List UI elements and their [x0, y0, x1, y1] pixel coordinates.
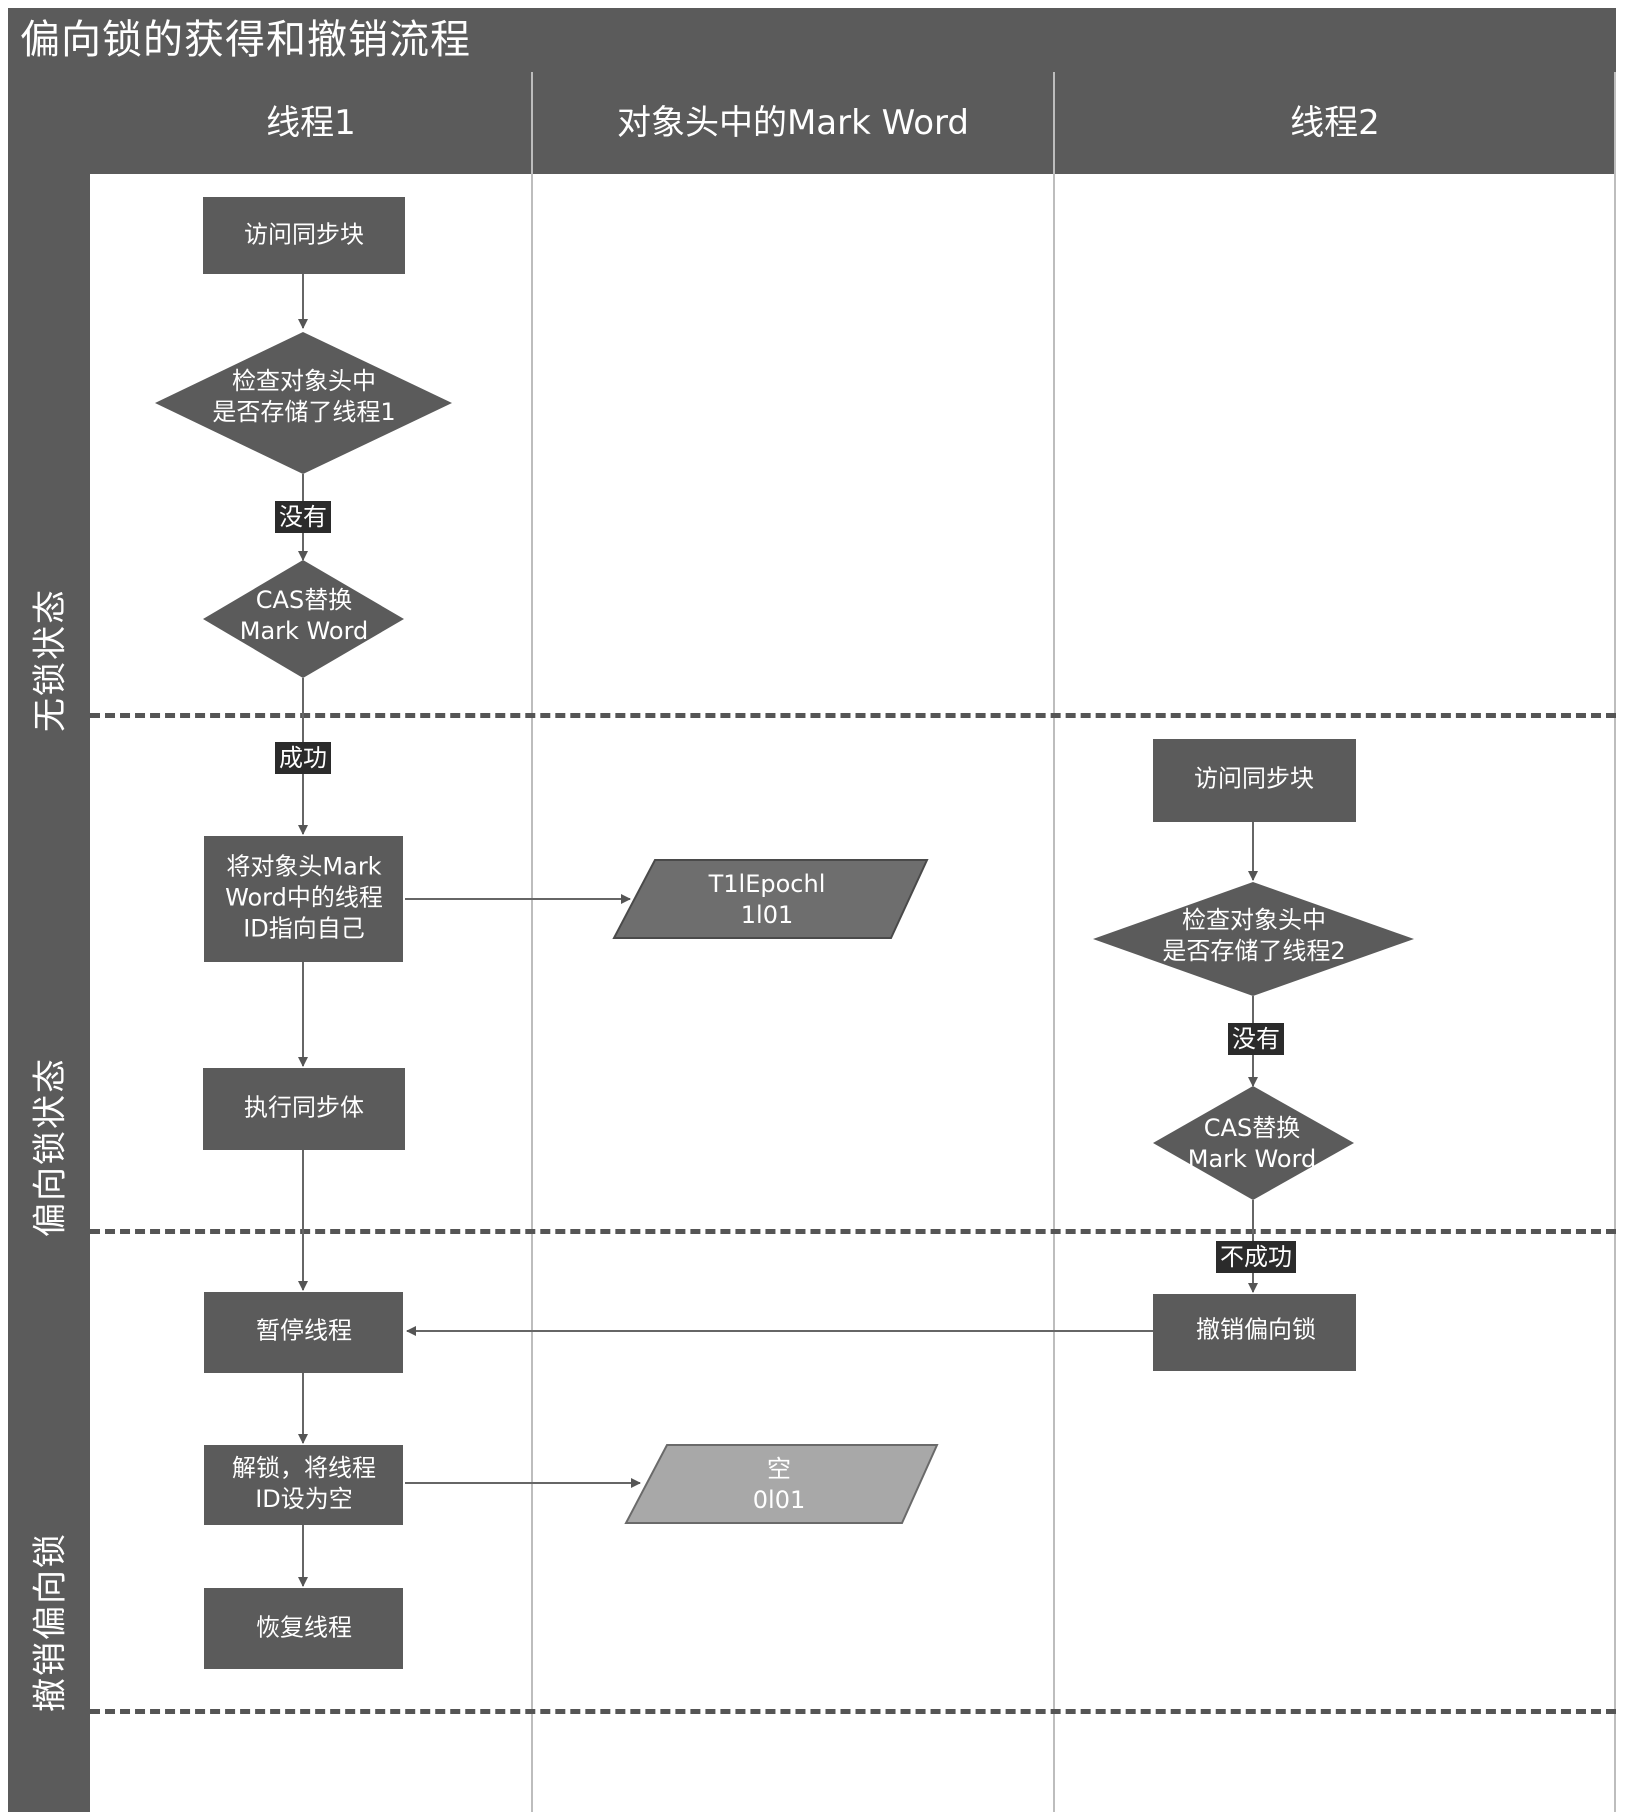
lane-divider [90, 713, 1616, 718]
data-parallelogram [612, 859, 929, 939]
node-suspend-thread: 暂停线程 [256, 1316, 352, 1345]
column-divider [531, 72, 533, 1812]
decision-diamond [1153, 1086, 1354, 1200]
node-access-block-2: 访问同步块 [1194, 764, 1314, 793]
column-divider [1614, 72, 1616, 1812]
markword-empty: 空 0l01 [752, 1455, 806, 1514]
lane-divider [90, 1229, 1616, 1234]
process-box [203, 1068, 405, 1150]
label-success: 成功 [275, 742, 331, 774]
column-header-markword: 对象头中的Mark Word [616, 103, 970, 143]
node-access-block-1: 访问同步块 [244, 220, 364, 249]
process-box [203, 197, 405, 274]
decision-diamond [155, 332, 452, 474]
process-box [204, 1292, 403, 1373]
node-check-thread1: 检查对象头中 是否存储了线程1 [212, 367, 396, 426]
label-none-2: 没有 [1228, 1023, 1284, 1055]
column-header-thread2: 线程2 [1290, 103, 1380, 143]
decision-diamond [1093, 882, 1414, 996]
diagram-title: 偏向锁的获得和撤销流程 [20, 17, 471, 63]
label-fail: 不成功 [1216, 1241, 1296, 1273]
node-cas-2: CAS替换 Mark Word [1187, 1114, 1317, 1173]
process-box [1153, 739, 1356, 822]
node-unlock: 解锁，将线程 ID设为空 [232, 1454, 376, 1513]
node-cas-1: CAS替换 Mark Word [239, 586, 369, 645]
node-resume-thread: 恢复线程 [256, 1613, 352, 1642]
title-bar: 偏向锁的获得和撤销流程 [8, 8, 1616, 72]
column-header-thread1: 线程1 [266, 103, 356, 143]
markword-biased: T1lEpochl 1l01 [708, 870, 826, 929]
node-set-thread-id: 将对象头Mark Word中的线程 ID指向自己 [225, 852, 383, 943]
data-parallelogram [624, 1444, 939, 1524]
lane-divider [90, 1709, 1616, 1714]
process-box [204, 1588, 403, 1669]
process-box [204, 1445, 403, 1525]
node-revoke-bias: 撤销偏向锁 [1196, 1315, 1316, 1344]
column-header-row: 线程1 对象头中的Mark Word 线程2 [90, 72, 1616, 174]
column-divider [1053, 72, 1055, 1812]
node-execute-block: 执行同步体 [244, 1093, 364, 1122]
lane-label-column [8, 72, 90, 1812]
decision-diamond [203, 560, 404, 678]
process-box [204, 836, 403, 962]
process-box [1153, 1294, 1356, 1371]
node-check-thread2: 检查对象头中 是否存储了线程2 [1162, 906, 1346, 965]
label-none-1: 没有 [275, 501, 331, 533]
